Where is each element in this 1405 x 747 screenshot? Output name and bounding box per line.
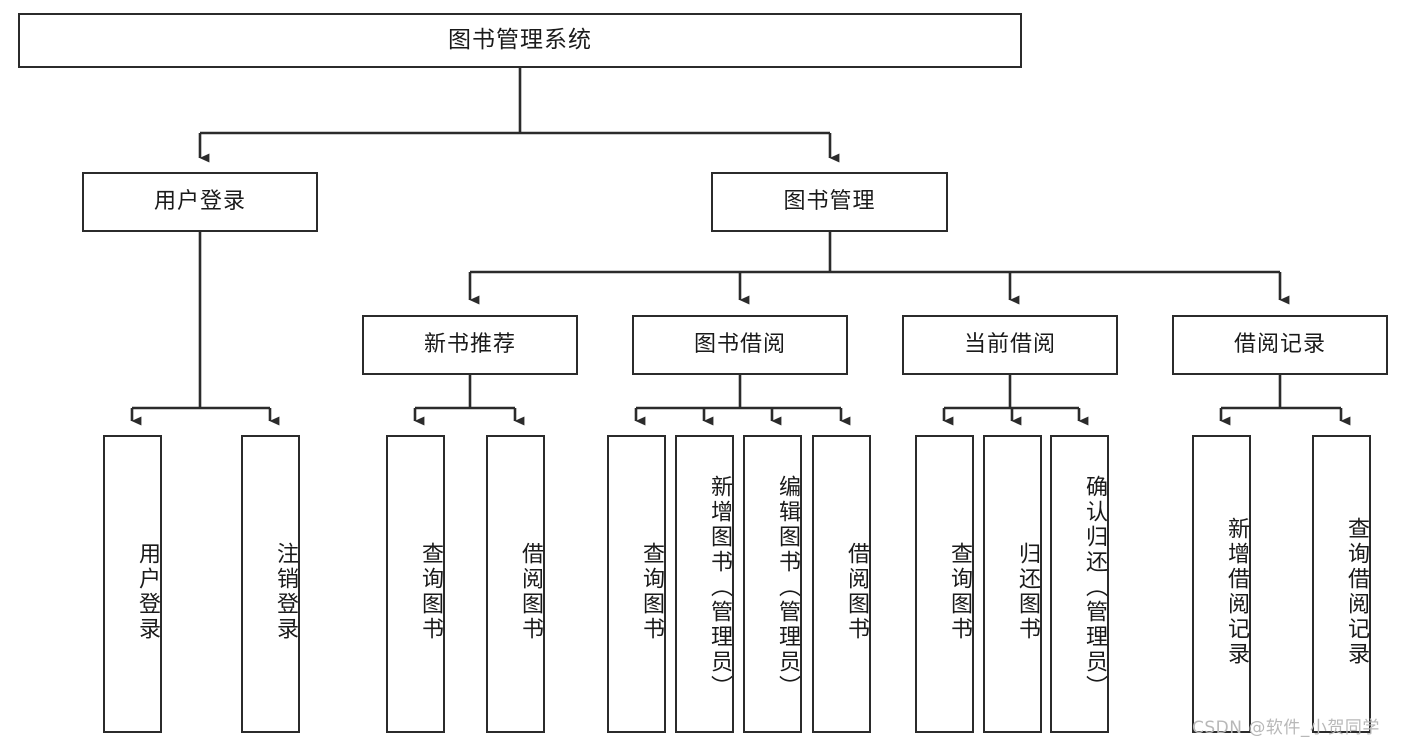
node-leaf-borrow-book[interactable]: 借阅图书 — [812, 435, 871, 733]
csdn-watermark: CSDN @软件_小贺同学 — [1192, 718, 1380, 738]
node-borrow-record[interactable]: 借阅记录 — [1172, 315, 1388, 375]
node-label: 新增借阅记录 — [1224, 517, 1249, 667]
node-label: 查询图书 — [418, 542, 443, 642]
node-label: 注销登录 — [273, 542, 298, 642]
node-label: 编辑图书（管理员） — [775, 474, 800, 700]
node-leaf-add-borrow-record[interactable]: 新增借阅记录 — [1192, 435, 1251, 733]
node-leaf-borrow-book-recommend[interactable]: 借阅图书 — [486, 435, 545, 733]
node-leaf-query-borrow-record[interactable]: 查询借阅记录 — [1312, 435, 1371, 733]
node-leaf-return-book[interactable]: 归还图书 — [983, 435, 1042, 733]
node-user-login[interactable]: 用户登录 — [82, 172, 318, 232]
node-label: 当前借阅 — [963, 331, 1056, 357]
node-leaf-confirm-return[interactable]: 确认归还（管理员） — [1050, 435, 1109, 733]
node-label: 查询借阅记录 — [1344, 517, 1369, 667]
node-root-system[interactable]: 图书管理系统 — [18, 13, 1022, 68]
node-leaf-logout[interactable]: 注销登录 — [241, 435, 300, 733]
node-label: 确认归还（管理员） — [1082, 474, 1107, 700]
node-label: 新增图书（管理员） — [707, 474, 732, 700]
node-leaf-query-book-borrow[interactable]: 查询图书 — [607, 435, 666, 733]
node-label: 查询图书 — [947, 542, 972, 642]
node-leaf-query-book-current[interactable]: 查询图书 — [915, 435, 974, 733]
node-current-borrow[interactable]: 当前借阅 — [902, 315, 1118, 375]
node-leaf-add-book[interactable]: 新增图书（管理员） — [675, 435, 734, 733]
node-new-book-recommend[interactable]: 新书推荐 — [362, 315, 578, 375]
node-leaf-edit-book[interactable]: 编辑图书（管理员） — [743, 435, 802, 733]
node-leaf-query-book-recommend[interactable]: 查询图书 — [386, 435, 445, 733]
node-label: 图书管理 — [783, 188, 876, 214]
node-label: 查询图书 — [639, 542, 664, 642]
node-label: 图书管理系统 — [448, 26, 592, 53]
node-label: 归还图书 — [1015, 542, 1040, 642]
node-label: 新书推荐 — [423, 331, 516, 357]
node-label: 借阅图书 — [518, 542, 543, 642]
node-label: 用户登录 — [153, 188, 246, 214]
node-leaf-user-login[interactable]: 用户登录 — [103, 435, 162, 733]
node-label: 借阅图书 — [844, 542, 869, 642]
node-book-management[interactable]: 图书管理 — [711, 172, 948, 232]
node-label: 图书借阅 — [693, 331, 786, 357]
node-book-borrow[interactable]: 图书借阅 — [632, 315, 848, 375]
node-label: 借阅记录 — [1233, 331, 1326, 357]
node-label: 用户登录 — [135, 542, 160, 642]
